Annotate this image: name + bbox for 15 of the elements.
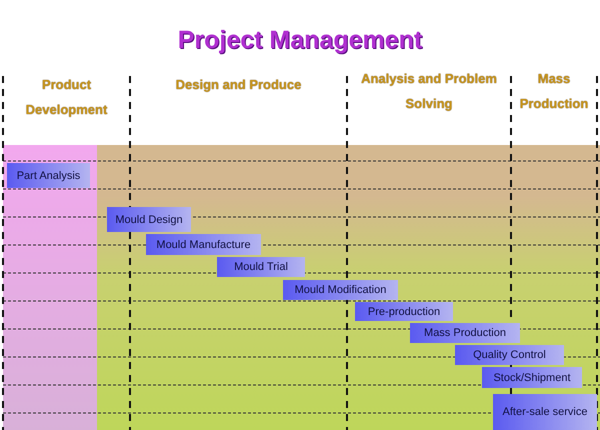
- task-bar: Mould Modification: [283, 280, 398, 300]
- task-bar: Mould Design: [107, 207, 191, 232]
- task-bar: After-sale service: [493, 394, 597, 430]
- task-bar: Quality Control: [455, 345, 564, 365]
- task-bar: Part Analysis: [7, 163, 90, 188]
- title: Project Management: [176, 25, 424, 56]
- phase-heading: Analysis and Problem Solving: [360, 70, 498, 113]
- phase-heading: Mass Production: [518, 70, 590, 113]
- phase-heading: Design and Produce: [174, 76, 302, 94]
- task-bar: Mould Manufacture: [146, 234, 261, 255]
- task-bar: Mass Production: [410, 323, 520, 343]
- phase-heading: Product Development: [24, 76, 108, 119]
- task-bar: Mould Trial: [217, 257, 305, 277]
- task-bar: Stock/Shipment: [482, 367, 582, 388]
- task-bar: Pre-production: [355, 302, 453, 321]
